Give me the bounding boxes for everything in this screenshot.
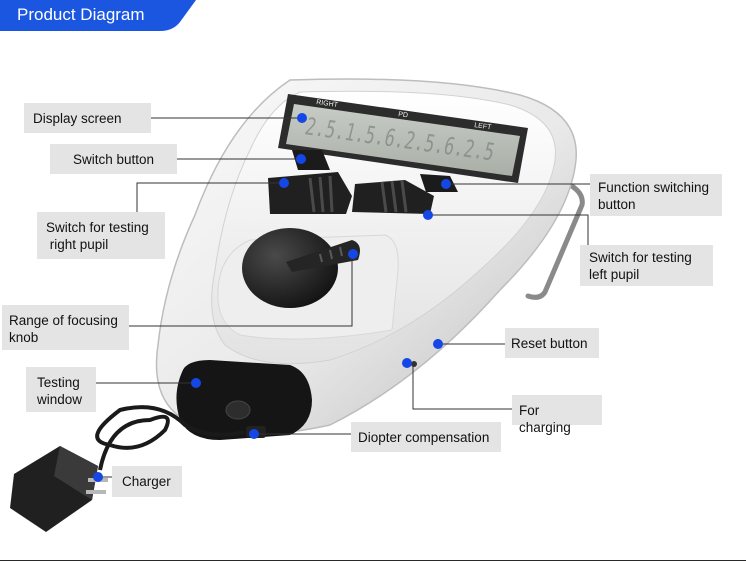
display-caption-right: RIGHT — [316, 99, 339, 109]
label-reset-button: Reset button — [505, 328, 599, 358]
callout-markers — [93, 113, 451, 482]
marker-charging — [402, 358, 412, 368]
testing-window — [176, 360, 312, 440]
bottom-divider — [0, 560, 746, 561]
marker-left-pupil — [423, 210, 433, 220]
charging-port — [411, 361, 417, 367]
display-caption-pd: PD — [398, 111, 409, 119]
label-display-screen: Display screen — [24, 103, 151, 133]
marker-charger — [93, 472, 103, 482]
marker-focusing-knob — [348, 249, 358, 259]
focusing-knob — [242, 228, 360, 308]
marker-display-screen — [297, 113, 307, 123]
label-testing-window: Testing window — [26, 367, 96, 412]
label-switch-right-pupil: Switch for testing right pupil — [37, 212, 165, 259]
label-diopter-compensation: Diopter compensation — [351, 422, 501, 452]
marker-function-button — [441, 179, 451, 189]
label-charger: Charger — [112, 466, 182, 497]
page-title: Product Diagram — [17, 5, 145, 24]
marker-testing-window — [191, 378, 201, 388]
lcd-display: RIGHT PD LEFT 2.5.1.5.6.2.5.6.2.5 — [278, 94, 528, 183]
label-function-switching: Function switching button — [590, 174, 722, 216]
display-caption-left: LEFT — [474, 122, 493, 131]
label-switch-button: Switch button — [50, 144, 177, 174]
header-tab — [0, 0, 196, 31]
label-focusing-knob: Range of focusing knob — [2, 305, 129, 350]
label-for-charging: For charging — [512, 395, 602, 435]
marker-reset-button — [433, 339, 443, 349]
marker-right-pupil — [279, 178, 289, 188]
device-stand — [525, 177, 585, 300]
marker-switch-button — [296, 154, 306, 164]
label-switch-left-pupil: Switch for testing left pupil — [580, 245, 713, 286]
marker-diopter — [249, 429, 259, 439]
